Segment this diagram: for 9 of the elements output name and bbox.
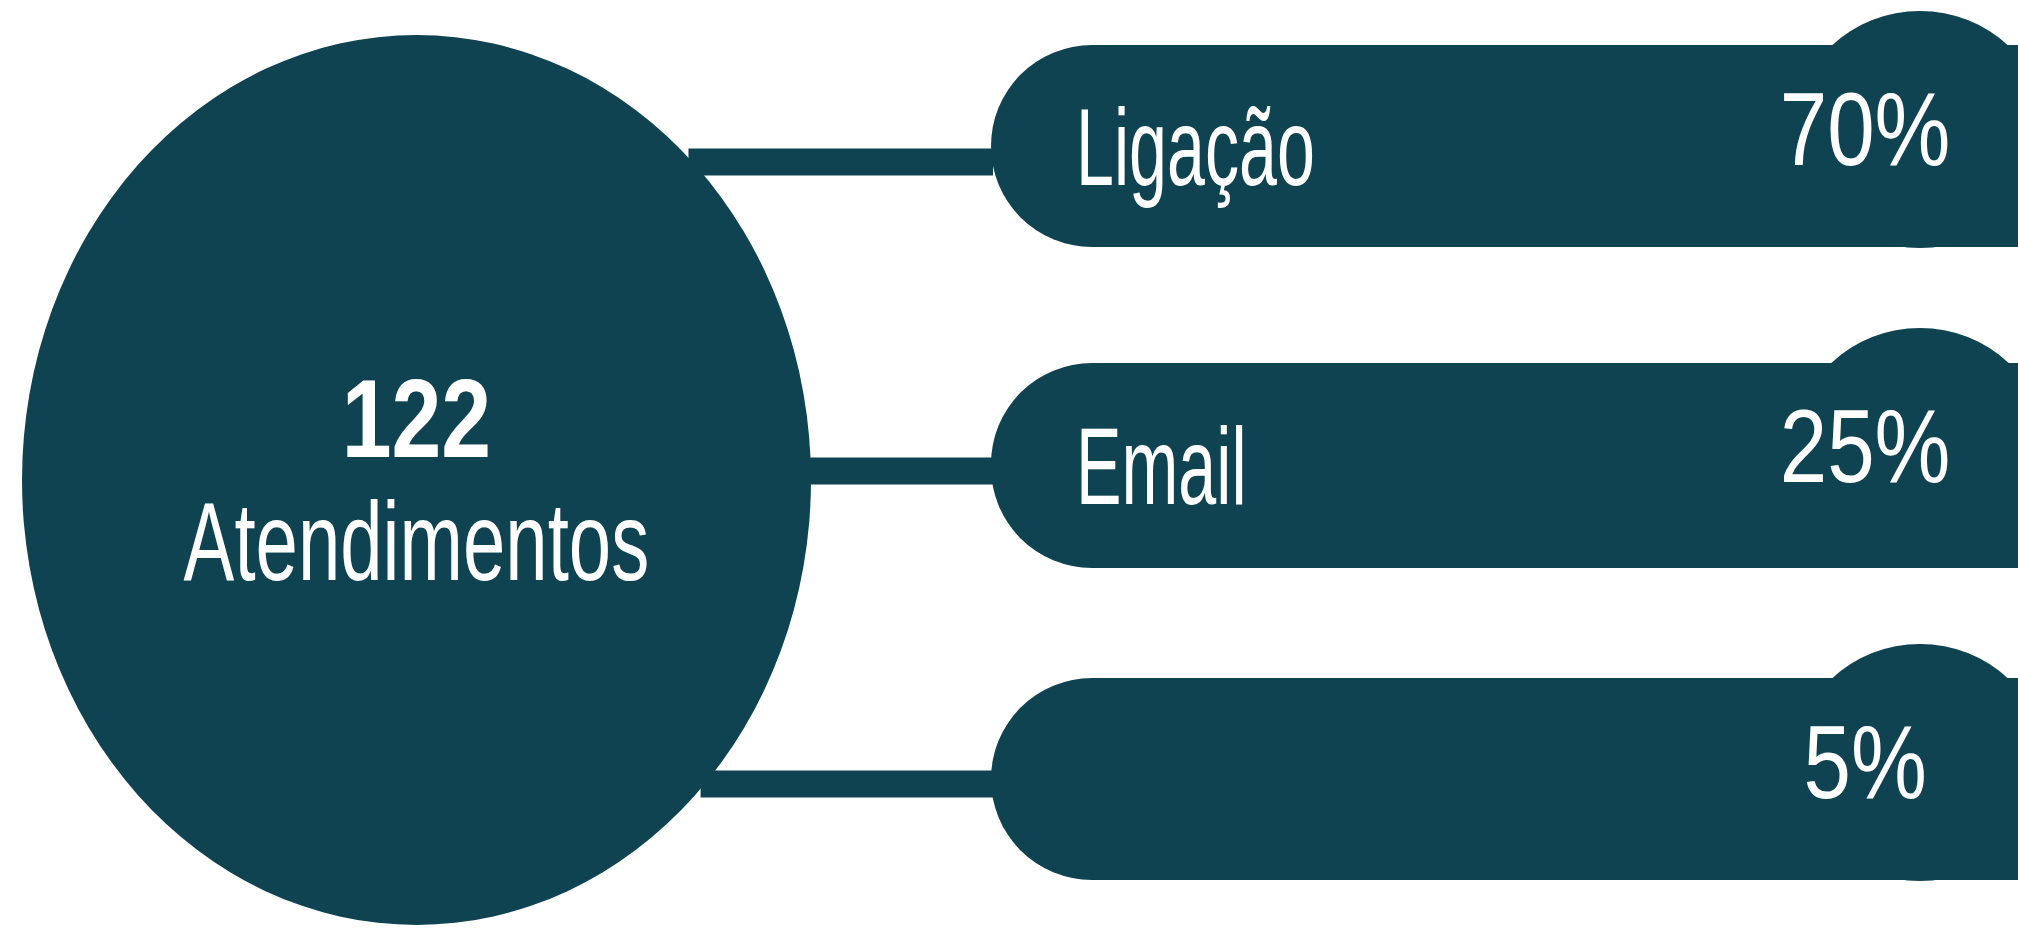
percentage-value: 70%	[1779, 70, 1951, 189]
connector-band	[688, 148, 993, 176]
percentage-value: 5%	[1803, 703, 1927, 822]
total-label: Atendimentos	[183, 480, 650, 604]
percentage-value: 25%	[1779, 387, 1951, 506]
channel-label: Ligação	[1076, 83, 1315, 210]
channel-label: Email	[1076, 403, 1247, 529]
total-count: 122	[341, 356, 492, 480]
connector-band	[700, 770, 993, 798]
